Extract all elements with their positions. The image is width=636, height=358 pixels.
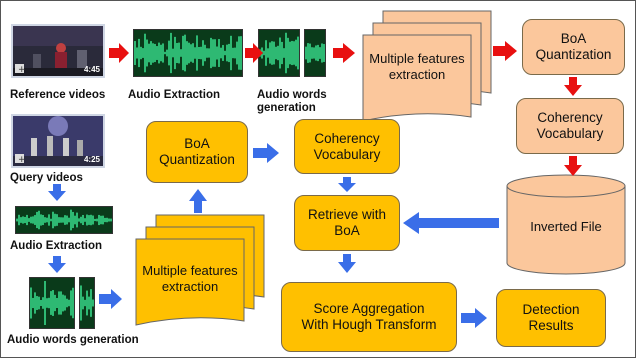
waveform-graphic — [134, 32, 242, 74]
reference-video-scene: + — [13, 26, 103, 76]
blue-arrow-right-2 — [253, 143, 279, 163]
red-arrow-down-2 — [564, 156, 582, 176]
audio-waveform-top — [133, 29, 243, 77]
red-arrow-3 — [333, 43, 355, 63]
waveform-graphic — [30, 280, 74, 326]
audio-waveform-bottom — [15, 206, 113, 234]
query-video-time: 4:25 — [83, 155, 100, 164]
waveform-graphic — [80, 285, 94, 321]
blue-arrow-up-1 — [189, 189, 207, 213]
audio-words-segment-bottom-1 — [29, 277, 75, 329]
blue-arrow-down-4 — [338, 254, 356, 273]
blue-arrow-down-3 — [338, 177, 356, 192]
box-coherency-vocabulary-right: Coherency Vocabulary — [516, 98, 624, 154]
box-score-aggregation: Score Aggregation With Hough Transform — [281, 282, 457, 352]
label-audio-words-bottom: Audio words generation — [7, 334, 139, 346]
waveform-graphic — [16, 209, 112, 231]
box-detection-results: Detection Results — [496, 289, 606, 347]
query-video-thumbnail: + 4:25 — [11, 114, 105, 168]
waveform-graphic — [259, 32, 299, 74]
svg-text:+: + — [18, 155, 26, 165]
box-inverted-file: Inverted File — [530, 219, 602, 234]
reference-video-thumbnail: + 4:45 — [11, 24, 105, 78]
red-arrow-2 — [245, 43, 263, 63]
blue-arrow-down-2 — [48, 256, 66, 273]
red-arrow-4 — [493, 41, 517, 61]
label-reference-videos: Reference videos — [10, 89, 106, 101]
label-audio-words-top: Audio words generation — [257, 89, 327, 115]
audio-words-segment-top-2 — [304, 29, 326, 77]
box-multiple-features-top: Multiple features extraction — [369, 51, 465, 82]
reference-video-time: 4:45 — [83, 65, 100, 74]
blue-arrow-left-1 — [403, 212, 499, 234]
box-retrieve-with-boa: Retrieve with BoA — [294, 195, 400, 251]
label-query-videos: Query videos — [10, 172, 83, 184]
red-arrow-down-1 — [564, 77, 582, 96]
box-multiple-features-bottom: Multiple features extraction — [142, 263, 238, 294]
red-arrow-1 — [109, 43, 129, 63]
blue-arrow-right-3 — [461, 308, 487, 328]
blue-arrow-right-1 — [99, 289, 122, 309]
label-audio-extraction-top: Audio Extraction — [128, 89, 221, 101]
waveform-graphic — [305, 43, 325, 63]
box-coherency-vocabulary-mid: Coherency Vocabulary — [294, 119, 400, 174]
svg-text:+: + — [18, 65, 26, 75]
box-boa-quantization-mid: BoA Quantization — [146, 121, 248, 183]
query-video-scene: + — [13, 116, 103, 166]
audio-words-segment-bottom-2 — [79, 277, 95, 329]
box-boa-quantization-top: BoA Quantization — [522, 19, 625, 75]
blue-arrow-down-1 — [48, 184, 66, 201]
label-audio-extraction-bottom: Audio Extraction — [10, 240, 103, 252]
